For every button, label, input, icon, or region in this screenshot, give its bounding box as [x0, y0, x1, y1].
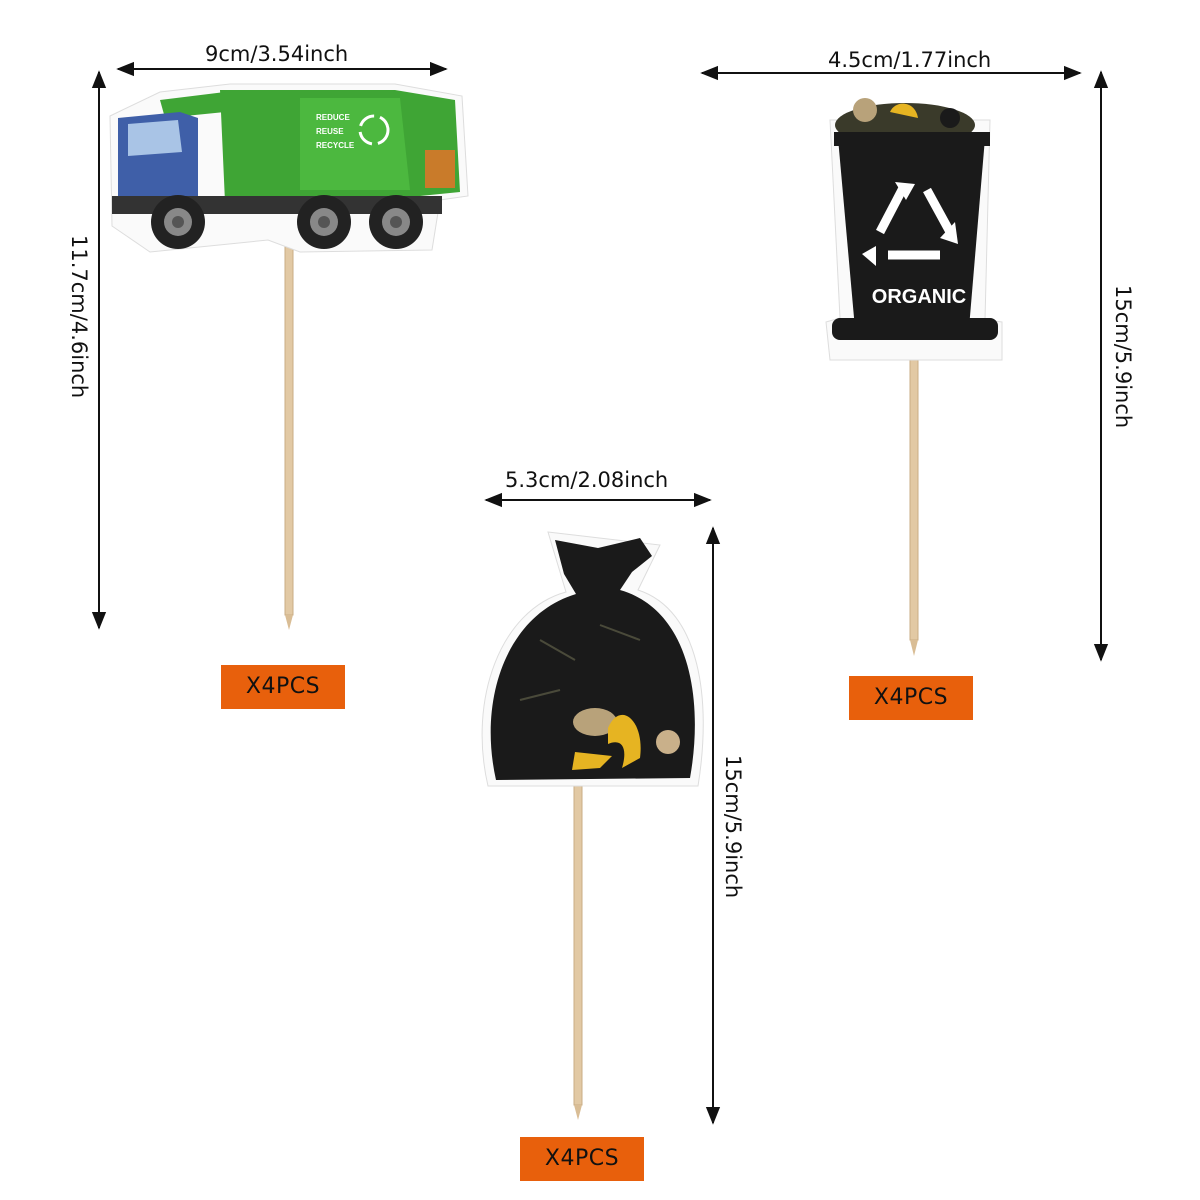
truck-panel-reuse: REUSE: [316, 127, 344, 136]
truck-height-label: 11.7cm/4.6inch: [67, 235, 91, 399]
recycle-icon: [358, 114, 390, 146]
bin-width-label: 4.5cm/1.77inch: [828, 48, 992, 72]
truck-panel-recycle: RECYCLE: [316, 141, 355, 150]
bin-label: ORGANIC: [872, 286, 966, 308]
truck-quantity-badge: X4PCS: [221, 665, 345, 709]
truck-panel-reduce: REDUCE: [316, 113, 350, 122]
bag-quantity-badge: X4PCS: [520, 1137, 644, 1181]
truck-width-label: 9cm/3.54inch: [205, 42, 349, 66]
garbage-truck-icon: REDUCE REUSE RECYCLE: [109, 83, 469, 630]
bag-height-label: 15cm/5.9inch: [721, 755, 745, 899]
bin-height-label: 15cm/5.9inch: [1111, 285, 1135, 429]
bag-width-label: 5.3cm/2.08inch: [505, 468, 669, 492]
bin-quantity-badge: X4PCS: [849, 676, 973, 720]
recycling-bin-icon: ORGANIC: [825, 98, 1003, 656]
trash-bag-icon: [481, 531, 704, 1120]
